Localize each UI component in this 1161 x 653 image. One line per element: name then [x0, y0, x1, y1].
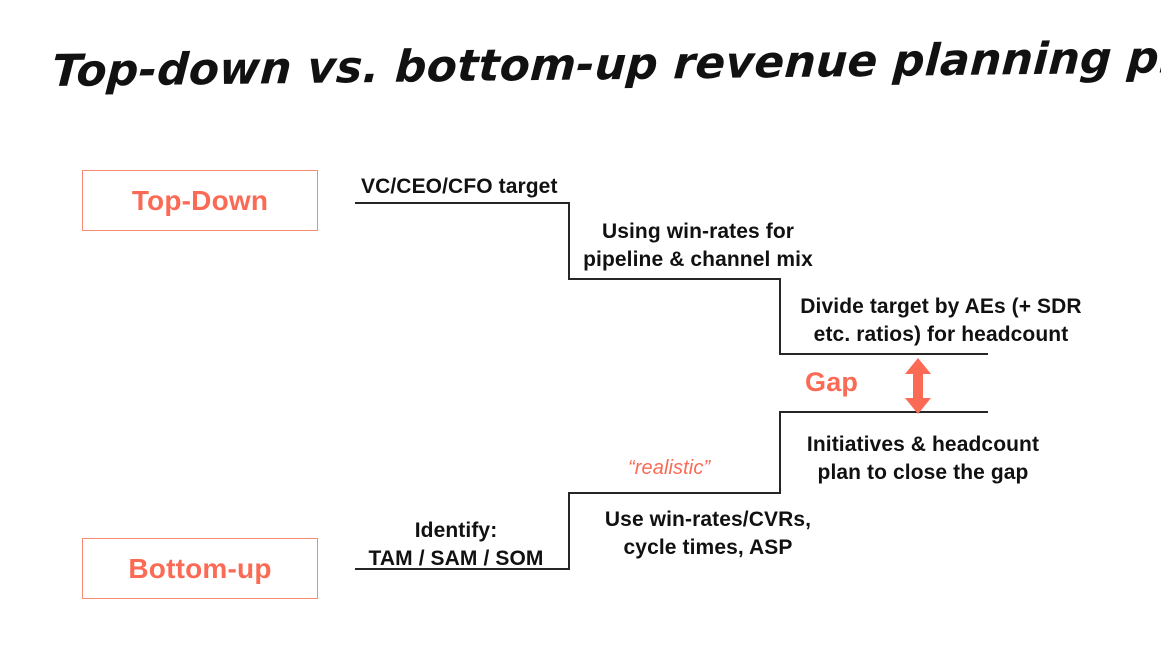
top-down-step-2-label: Using win-rates for pipeline & channel m…: [583, 220, 813, 271]
page-title: Top-down vs. bottom-up revenue planning …: [50, 30, 1161, 97]
top-down-step-2-line: [568, 278, 781, 280]
top-down-step-3-label: Divide target by AEs (+ SDR etc. ratios)…: [800, 295, 1082, 346]
bottom-up-step-3-label: Initiatives & headcount plan to close th…: [806, 433, 1040, 484]
top-down-riser-1: [568, 202, 570, 280]
realistic-annotation: “realistic”: [628, 457, 711, 479]
bottom-up-step-2-line: [568, 492, 781, 494]
top-down-step-1-label: VC/CEO/CFO target: [361, 175, 558, 198]
label-box-bottom-up: Bottom-up: [82, 538, 318, 599]
bottom-up-riser-1: [568, 492, 570, 570]
gap-label: Gap: [805, 367, 859, 397]
label-box-top-down: Top-Down: [82, 170, 318, 231]
bottom-up-step-1-label: Identify: TAM / SAM / SOM: [368, 519, 544, 570]
bottom-up-riser-2: [779, 411, 781, 494]
double-headed-vertical-arrow-icon: [905, 358, 931, 414]
top-down-riser-2: [779, 278, 781, 355]
label-box-bottom-up-text: Bottom-up: [128, 552, 272, 584]
bottom-up-step-1-line: [355, 568, 570, 570]
top-down-step-3-line: [779, 353, 988, 355]
bottom-up-step-2-label: Use win-rates/CVRs, cycle times, ASP: [604, 508, 812, 559]
bottom-up-step-3-line: [779, 411, 988, 413]
top-down-step-1-line: [355, 202, 570, 204]
label-box-top-down-text: Top-Down: [131, 184, 269, 216]
